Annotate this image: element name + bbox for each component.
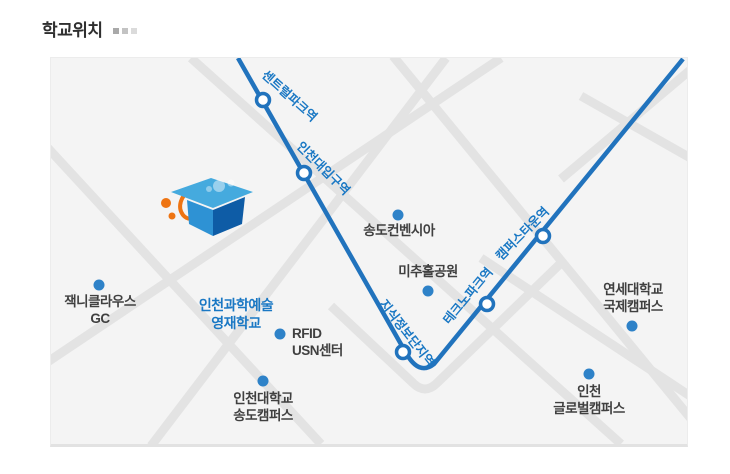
poi-label-yonsei-international: 연세대학교 국제캠퍼스	[563, 282, 687, 315]
poi-text: GC	[90, 310, 110, 326]
poi-dot-rfid-usn-center	[274, 328, 286, 340]
poi-dot-incheon-univ-songdo	[257, 375, 269, 387]
school-label-line2: 영재학교	[211, 315, 261, 332]
road-network	[51, 58, 687, 444]
poi-text: 글로벌캠퍼스	[553, 400, 625, 416]
station-markers	[254, 91, 552, 361]
poi-label-incheon-global-campus: 인천 글로벌캠퍼스	[519, 384, 659, 417]
station-marker-bit	[394, 343, 412, 361]
poi-label-songdo-convensia: 송도컨벤시아	[329, 223, 469, 240]
poi-text: USN센터	[292, 342, 343, 358]
station-marker-incheon-univ	[295, 164, 313, 182]
poi-label-jack-nicklaus-gc: 잭니클라우스 GC	[51, 294, 170, 327]
poi-label-incheon-univ-songdo: 인천대학교 송도캠퍼스	[193, 391, 333, 424]
poi-dot-jack-nicklaus-gc	[93, 279, 105, 291]
poi-label-michuhol-park: 미추홀공원	[358, 264, 498, 281]
poi-dot-michuhol-park	[422, 285, 434, 297]
station-marker-technopark	[478, 295, 496, 313]
title-decoration-squares	[112, 27, 140, 34]
poi-text: 인천	[577, 384, 601, 399]
school-label-line1: 인천과학예술	[198, 297, 274, 313]
poi-text: 송도캠퍼스	[233, 407, 293, 423]
page-header: 학교위치	[42, 16, 140, 41]
poi-text: 미추홀공원	[398, 264, 458, 279]
poi-text: 연세대학교	[603, 282, 663, 297]
location-map: 센트럴파크역 인천대입구역 지식정보단지역 테크노파크역 캠퍼스타운역 인천과학…	[50, 57, 688, 447]
poi-text: RFID	[292, 326, 322, 341]
school-marker-icon	[161, 178, 253, 236]
poi-text: 송도컨벤시아	[363, 223, 435, 238]
station-marker-centralpark	[254, 91, 272, 109]
poi-dot-yonsei-international	[626, 320, 638, 332]
poi-text: 잭니클라우스	[64, 294, 136, 309]
poi-dot-songdo-convensia	[392, 209, 404, 221]
map-canvas: 센트럴파크역 인천대입구역 지식정보단지역 테크노파크역 캠퍼스타운역	[51, 58, 687, 444]
poi-text: 인천대학교	[233, 391, 293, 406]
page-title: 학교위치	[42, 21, 103, 40]
station-marker-campustown	[534, 227, 552, 245]
poi-label-rfid-usn-center: RFID USN센터	[292, 326, 343, 359]
poi-dot-incheon-global-campus	[583, 368, 595, 380]
school-label: 인천과학예술 영재학교	[166, 296, 306, 332]
poi-text: 국제캠퍼스	[603, 298, 663, 314]
school-marker: 인천과학예술 영재학교	[157, 174, 307, 331]
